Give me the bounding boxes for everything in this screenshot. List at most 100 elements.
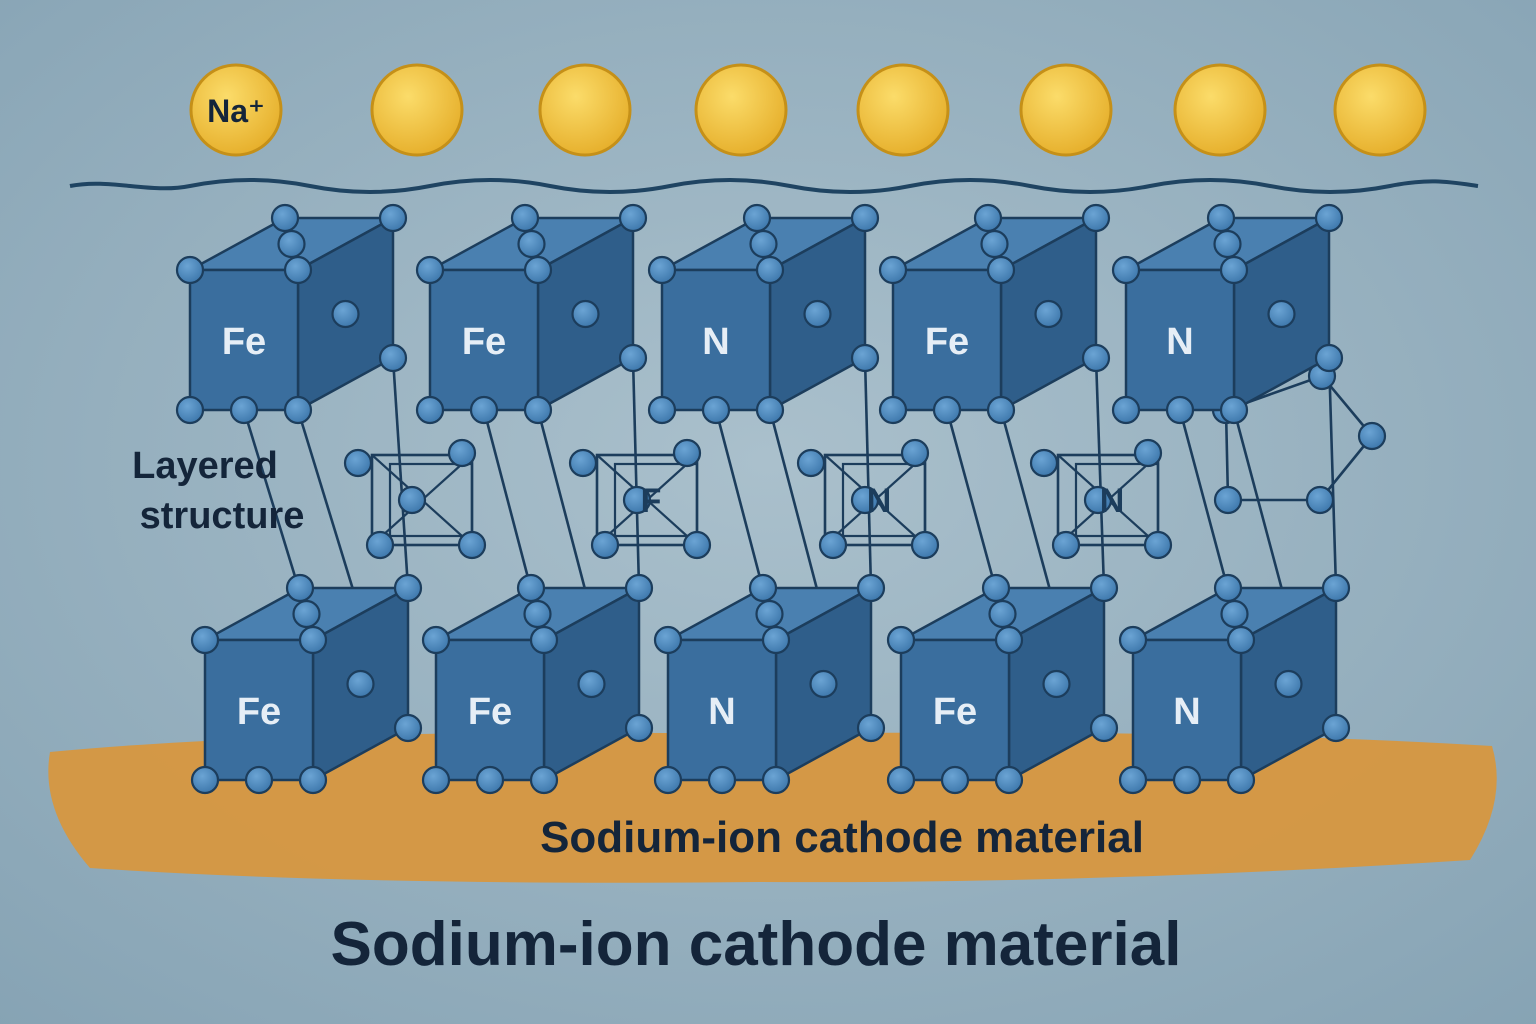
cube-atom [1118, 625, 1148, 655]
cube-atom [298, 625, 328, 655]
bond-line [768, 409, 825, 615]
bond-line [536, 409, 593, 615]
cell-atom [365, 530, 395, 560]
cube-atom [1213, 229, 1242, 259]
bottom-cube-fe: Fe [886, 573, 1119, 795]
cell-inner-frame [613, 462, 699, 538]
cube-atom [1034, 299, 1063, 329]
cube-element-label: Fe [933, 691, 977, 733]
cube-atom [469, 395, 499, 425]
cube-atom [1321, 713, 1351, 743]
cube-atom [856, 713, 886, 743]
sodium-ion [1333, 63, 1427, 157]
cube-atom [1274, 669, 1303, 699]
cube-atom [577, 669, 606, 699]
cube-atom [1111, 395, 1141, 425]
cell-atom [1029, 448, 1059, 478]
bond-line [863, 357, 873, 589]
cube-element-label: Fe [925, 321, 969, 363]
cell-atom [1133, 438, 1163, 468]
cube-atom [618, 203, 648, 233]
cell-atom [1143, 530, 1173, 560]
bottom-cube-n: N [1118, 573, 1351, 795]
cell-atom [457, 530, 487, 560]
cube-front-face [434, 638, 546, 782]
cube-atom [624, 573, 654, 603]
cube-atom [1118, 765, 1148, 795]
cube-atom [529, 625, 559, 655]
cube-element-label: N [1173, 691, 1200, 733]
cube-atom [653, 625, 683, 655]
cube-atom [878, 395, 908, 425]
cube-atom [653, 765, 683, 795]
cube-atom [1042, 669, 1071, 699]
cube-atom [331, 299, 360, 329]
cube-atom [571, 299, 600, 329]
cell-atom [682, 530, 712, 560]
bond-atom [1213, 485, 1243, 515]
cell-element-label: N [867, 482, 892, 520]
cube-atom [475, 765, 505, 795]
cube-atom [175, 395, 205, 425]
sodium-ion [189, 63, 283, 157]
cube-atom [886, 625, 916, 655]
cube-front-face [666, 638, 778, 782]
cube-atom [707, 765, 737, 795]
bond-line [1327, 357, 1338, 589]
cube-atom [393, 573, 423, 603]
cube-atom [755, 395, 785, 425]
cube-atom [1314, 343, 1344, 373]
cube-atom [1089, 573, 1119, 603]
cube-atom [1314, 203, 1344, 233]
cube-atom [986, 395, 1016, 425]
bottom-cube-fe: Fe [190, 573, 423, 795]
cell-atom [590, 530, 620, 560]
surface-wave-line [69, 178, 1479, 194]
cube-atom [393, 713, 423, 743]
cube-atom [932, 395, 962, 425]
cube-atom [1172, 765, 1202, 795]
cube-atom [523, 395, 553, 425]
top-cube-n: N [647, 203, 880, 425]
cube-atom [1213, 573, 1243, 603]
cube-atom [510, 203, 540, 233]
cube-atom [856, 573, 886, 603]
cell-atom [850, 485, 880, 515]
top-cube-n: N [1111, 203, 1344, 425]
cube-atom [994, 765, 1024, 795]
cube-atom [270, 203, 300, 233]
bond-line [1224, 409, 1230, 501]
top-cube-fe: Fe [175, 203, 408, 425]
bond-line [631, 357, 641, 589]
cell-atom [796, 448, 826, 478]
cube-element-label: Fe [237, 691, 281, 733]
cube-atom [986, 255, 1016, 285]
interstitial-cell: N [796, 438, 940, 560]
cell-atom [622, 485, 652, 515]
cube-atom [523, 255, 553, 285]
cube-atom [244, 765, 274, 795]
cube-atom [1081, 203, 1111, 233]
bottom-cube-row: Fe Fe N Fe N [190, 573, 1351, 795]
cube-element-label: Fe [468, 691, 512, 733]
cube-element-label: N [702, 321, 729, 363]
cell-atom [447, 438, 477, 468]
bond-atom [1305, 485, 1335, 515]
bond-line [391, 357, 410, 589]
cube-atom [415, 255, 445, 285]
cube-atom [421, 765, 451, 795]
cube-atom [988, 599, 1017, 629]
cell-atom [1083, 485, 1113, 515]
cell-atom [343, 448, 373, 478]
interstitial-cell: N [1029, 438, 1173, 560]
side-label-line1: Layered [132, 445, 278, 487]
bond-atom [1357, 421, 1387, 451]
cube-atom [421, 625, 451, 655]
cube-atom [1219, 395, 1249, 425]
cube-atom [285, 573, 315, 603]
cell-inner-frame [841, 462, 927, 538]
cube-element-label: N [708, 691, 735, 733]
